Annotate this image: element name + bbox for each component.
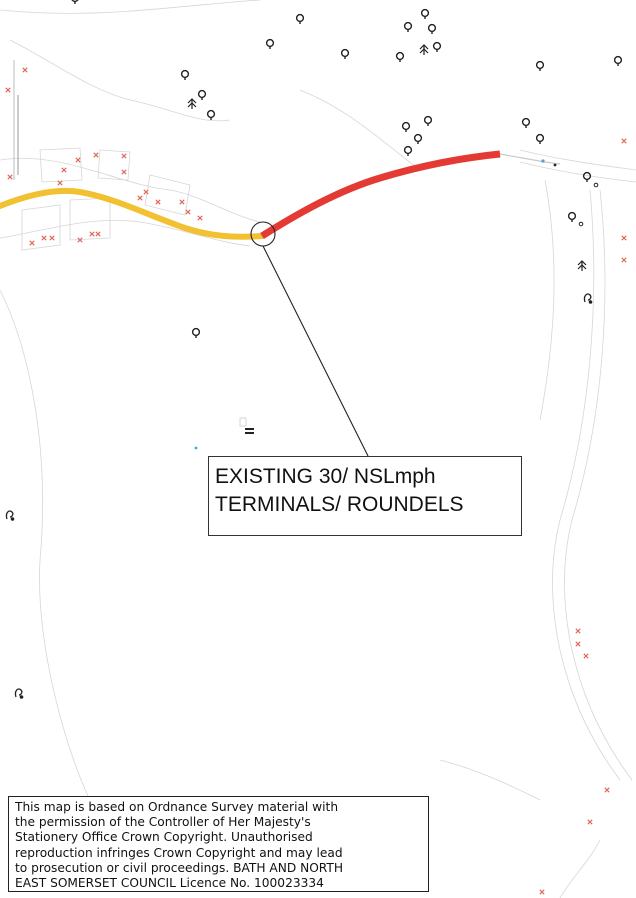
- copyright-line: EAST SOMERSET COUNCIL Licence No. 100023…: [15, 876, 324, 891]
- tree-cluster-icon: [567, 171, 599, 227]
- copyright-line: the permission of the Controller of Her …: [15, 815, 311, 830]
- tree-icon: [70, 0, 623, 339]
- callout-line-1: EXISTING 30/ NSLmph: [215, 465, 436, 488]
- callout-leader-line: [262, 245, 369, 457]
- callout-line-2: TERMINALS/ ROUNDELS: [215, 493, 464, 516]
- copyright-line: to prosecution or civil proceedings. BAT…: [15, 860, 343, 875]
- road-national-speed-limit-section: [260, 150, 501, 239]
- copyright-line: This map is based on Ordnance Survey mat…: [15, 800, 339, 814]
- terminal-roundels-callout: EXISTING 30/ NSLmph TERMINALS/ ROUNDELS: [208, 456, 522, 536]
- road-30mph-section: [0, 187, 265, 240]
- copyright-line: Stationery Office Crown Copyright. Unaut…: [15, 830, 313, 845]
- copyright-line: reproduction infringes Crown Copyright a…: [15, 845, 343, 860]
- copyright-notice: This map is based on Ordnance Survey mat…: [8, 796, 429, 892]
